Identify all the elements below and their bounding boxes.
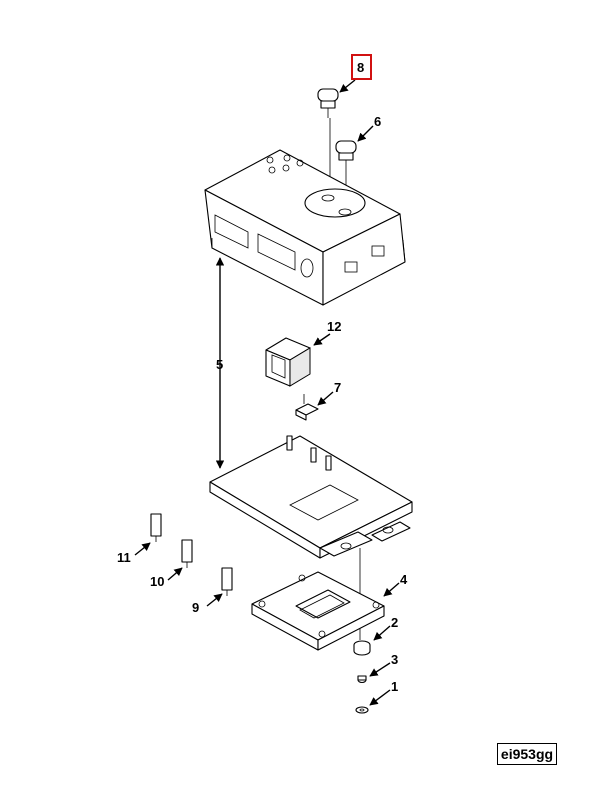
callout-8-highlight-box — [351, 54, 372, 80]
callout-4-label: 4 — [400, 572, 408, 587]
part-4-controller-module — [251, 571, 385, 651]
callout-12-leader — [313, 333, 331, 346]
callout-2-label: 2 — [391, 615, 398, 630]
callout-3-leader — [369, 662, 391, 677]
part-2-grommet — [353, 640, 371, 656]
part-6-knob — [335, 140, 357, 205]
part-7-clip — [295, 394, 319, 421]
part-3-nut — [357, 675, 367, 684]
callout-1-leader — [369, 689, 391, 706]
callout-6-label: 6 — [374, 114, 381, 129]
part-12-block — [265, 337, 311, 387]
part-9-standoff — [221, 567, 233, 596]
figure-id-label: ei953gg — [500, 746, 554, 762]
callout-2-leader — [373, 625, 391, 641]
part-5-housing — [204, 149, 406, 306]
part-11-standoff — [150, 513, 162, 542]
callout-8-label: 8 — [357, 60, 364, 75]
figure-id-box: ei953gg — [497, 743, 557, 765]
callout-7-leader — [317, 391, 334, 406]
callout-10-leader — [167, 567, 183, 581]
callout-12-label: 12 — [327, 319, 341, 334]
callout-10-label: 10 — [150, 574, 164, 589]
callout-11-leader — [134, 542, 151, 556]
base-plate — [209, 435, 413, 640]
callout-5-label: 5 — [216, 357, 223, 372]
part-10-standoff — [181, 539, 193, 568]
callout-3-label: 3 — [391, 652, 398, 667]
callout-9-leader — [206, 593, 223, 607]
callout-6-leader — [357, 125, 374, 142]
callout-11-label: 11 — [117, 550, 131, 565]
part-1-washer — [355, 706, 369, 714]
callout-4-leader — [383, 582, 400, 597]
callout-8-leader — [339, 79, 356, 93]
callout-1-label: 1 — [391, 679, 398, 694]
callout-7-label: 7 — [334, 380, 341, 395]
callout-9-label: 9 — [192, 600, 199, 615]
